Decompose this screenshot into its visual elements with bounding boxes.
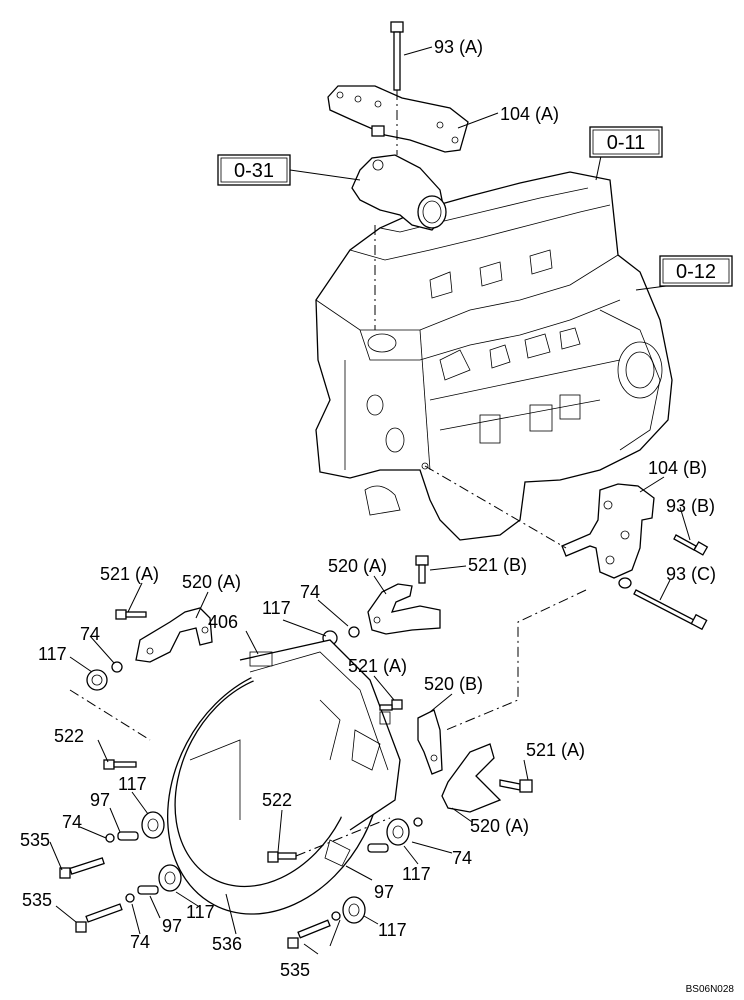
callout-74-lower: 74 [130, 932, 150, 952]
bracket-520a-right [441, 743, 502, 813]
ref-label-0-12: 0-12 [676, 261, 716, 283]
bracket-520a-left [135, 607, 213, 663]
ref-box-0-12: 0-12 [659, 255, 733, 287]
callout-521a-right-upper: 521 (A) [348, 656, 407, 676]
callout-117-left-b: 117 [118, 774, 147, 794]
bolt-522-center [267, 851, 279, 863]
spacer-97-b [137, 885, 159, 895]
callout-93a: 93 (A) [434, 37, 483, 57]
callout-521a-right-lower: 521 (A) [526, 740, 585, 760]
callout-117-lower-right: 117 [378, 920, 407, 940]
ref-box-0-31: 0-31 [217, 154, 291, 186]
bracket-520b [417, 709, 443, 775]
callout-521b: 521 (B) [468, 555, 527, 575]
callout-117-center: 117 [262, 598, 291, 618]
callout-522-left: 522 [54, 726, 84, 746]
callout-521a-left: 521 (A) [100, 564, 159, 584]
bolt-521a-left [115, 609, 127, 620]
bolt-522-left [103, 759, 115, 770]
bolt-521b [415, 555, 429, 566]
rubber-mount-117-c [158, 864, 182, 892]
ref-label-0-11: 0-11 [607, 132, 646, 154]
engine-block [315, 171, 673, 541]
callout-522-center: 522 [262, 790, 292, 810]
fan-shroud-536 [167, 639, 401, 915]
callout-97-lower: 97 [162, 916, 182, 936]
leader-lines [49, 46, 691, 955]
bolt-93a [390, 21, 404, 91]
ref-label-0-31: 0-31 [234, 160, 274, 182]
spacer-97-c [367, 843, 389, 853]
figure-code: BS06N028 [686, 984, 735, 995]
callout-93c: 93 (C) [666, 564, 716, 584]
callout-104b: 104 (B) [648, 458, 707, 478]
callout-117-left: 117 [38, 644, 67, 664]
ref-box-0-11: 0-11 [589, 126, 663, 158]
bolt-93c [633, 589, 695, 625]
bolt-535-a [59, 867, 71, 879]
callout-535-b: 535 [22, 890, 52, 910]
callout-520a-left: 520 (A) [182, 572, 241, 592]
callout-104a: 104 (A) [500, 104, 559, 124]
callout-520b: 520 (B) [424, 674, 483, 694]
callout-536: 536 [212, 934, 242, 954]
bolt-535-b [75, 921, 87, 933]
callout-74-center: 74 [300, 582, 320, 602]
bracket-104b [561, 483, 655, 579]
callout-520a-right: 520 (A) [470, 816, 529, 836]
callout-535-a: 535 [20, 830, 50, 850]
callout-labels: 93 (A) 104 (A) 104 (B) 93 (B) 93 (C) 521… [20, 37, 716, 980]
callout-74-b: 74 [62, 812, 82, 832]
spacer-97-a [117, 831, 139, 841]
bolt-93b [673, 534, 697, 551]
callout-117-lower: 117 [186, 902, 215, 922]
callout-74-right: 74 [452, 848, 472, 868]
rubber-mount-117-d [386, 818, 410, 846]
callout-520a-center: 520 (A) [328, 556, 387, 576]
rubber-mount-117-b [141, 811, 165, 839]
bracket-520a-center [367, 583, 441, 635]
callout-97-left: 97 [90, 790, 110, 810]
hanger-plate-104a [327, 85, 469, 153]
bolt-535-c [287, 937, 299, 949]
callout-93b: 93 (B) [666, 496, 715, 516]
rubber-mount-117-e [342, 896, 366, 924]
rubber-mount-117-a [86, 669, 108, 691]
callout-117-right: 117 [402, 864, 431, 884]
callout-97-right: 97 [374, 882, 394, 902]
callout-406: 406 [208, 612, 238, 632]
callout-74-left: 74 [80, 624, 100, 644]
callout-535-c: 535 [280, 960, 310, 980]
